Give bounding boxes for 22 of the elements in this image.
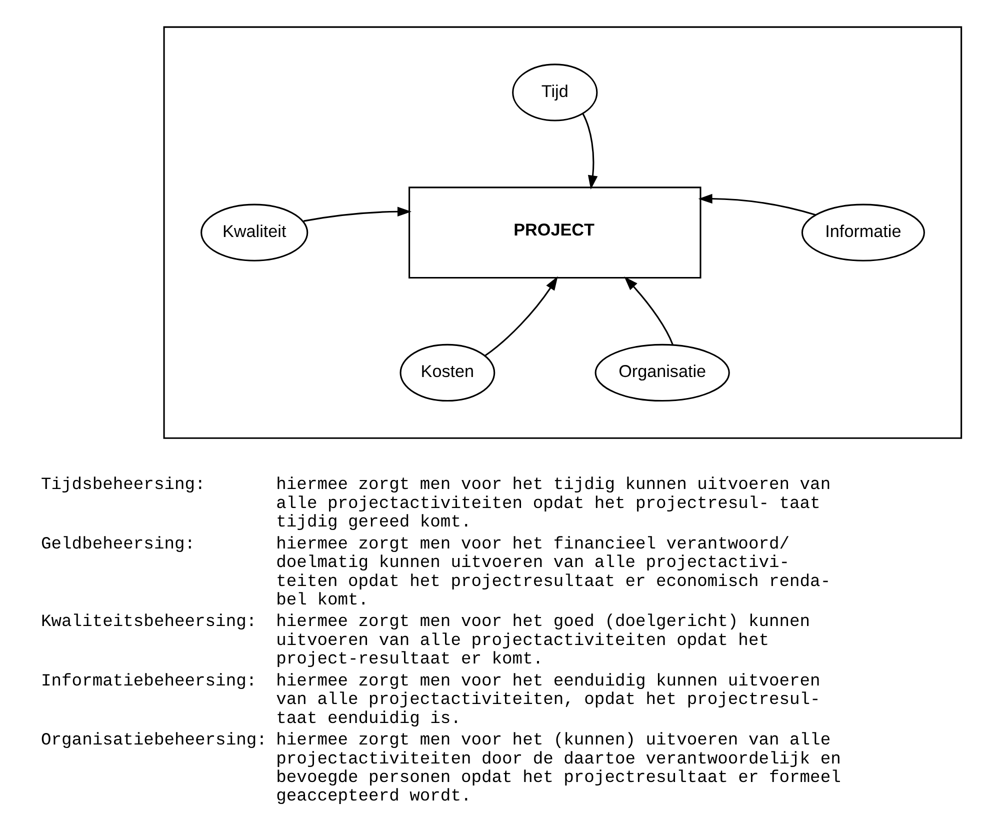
arrow — [303, 206, 411, 222]
label: hiermee zorgt men voor het eenduidig kunnen uitvoeren van alle projectactiviteiten, opdat het projectresul- taat eenduidig is. — [276, 672, 820, 729]
node-ellipse: Informatie — [800, 204, 924, 262]
label: hiermee zorgt men voor het tijdig kunnen uitvoeren van alle projectactiviteiten opdat het projectresul- taat tijdig gereed komt. — [276, 476, 830, 533]
node-ellipse: Organisatie — [594, 344, 730, 402]
label: hiermee zorgt men voor het goed (doelgericht) kunnen uitvoeren van alle projectactiviteiten opdat het project-resultaat er komt. — [276, 613, 810, 670]
node-ellipse: Kwaliteit — [200, 204, 308, 262]
arrow — [698, 194, 816, 216]
label: hiermee zorgt men voor het financieel verantwoord/ doelmatig kunnen uitvoeren van alle projectactivi- teiten opdat het projectresultaat er economisch renda- bel komt. — [276, 535, 830, 610]
label: Informatiebeheersing: — [40, 672, 256, 692]
cluster — [162, 26, 962, 439]
label: Geldbeheersing: — [40, 535, 195, 554]
arrow — [484, 276, 558, 356]
label: Kwaliteitsbeheersing: — [40, 613, 256, 632]
node-box: PROJECT — [408, 186, 701, 279]
label: hiermee zorgt men voor het (kunnen) uitvoeren van alle projectactiviteiten door de daartoe verantwoordelijk en bevoegde personen opdat het projectresultaat er formeel geaccepteerd wordt. — [276, 732, 840, 807]
label: Organisatiebeheersing: — [40, 732, 266, 751]
arrow — [582, 113, 598, 190]
node-ellipse: Tijd — [512, 64, 598, 122]
label: Tijdsbeheersing: — [40, 476, 205, 496]
node-ellipse: Kosten — [399, 344, 495, 402]
arrow — [624, 276, 673, 346]
